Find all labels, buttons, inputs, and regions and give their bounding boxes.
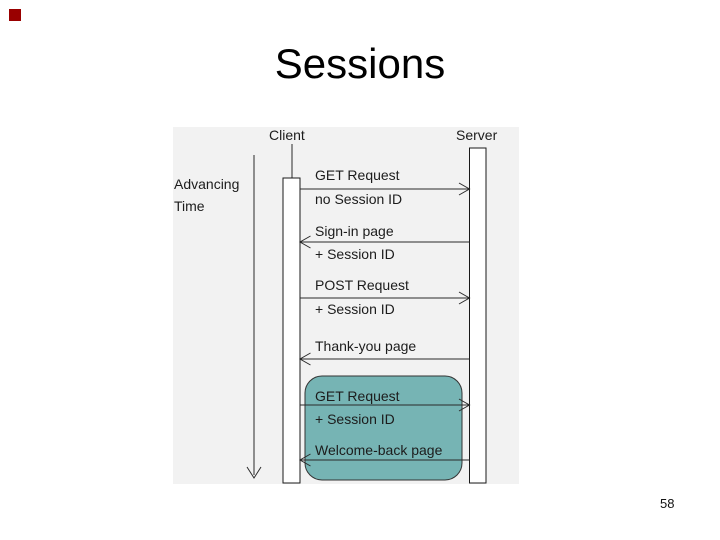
message-arrow-get-no-session: [300, 182, 471, 196]
message-arrow-thankyou-page: [298, 352, 470, 366]
message-3-label: POST Request: [315, 277, 409, 293]
advancing-time-line2: Time: [174, 198, 205, 214]
message-1-sublabel: no Session ID: [315, 191, 403, 207]
highlight-box: [304, 375, 463, 481]
advancing-time-label: Advancing Time: [174, 173, 239, 217]
message-6-label: Welcome-back page: [315, 442, 443, 458]
red-corner-marker: [9, 9, 21, 21]
message-3-sublabel: + Session ID: [315, 301, 395, 317]
red-square-icon: [9, 9, 21, 21]
time-arrow: [246, 155, 262, 479]
message-1-label: GET Request: [315, 167, 400, 183]
actor-label-client: Client: [269, 127, 305, 143]
client-activation-bar: [282, 177, 301, 484]
message-2-label: Sign-in page: [315, 223, 394, 239]
message-arrow-signin-page: [298, 235, 470, 249]
message-5-sublabel: + Session ID: [315, 411, 395, 427]
slide-page-number: 58: [660, 496, 675, 511]
message-4-label: Thank-you page: [315, 338, 417, 354]
page-title: Sessions: [274, 40, 446, 87]
message-arrow-get-with-session: [300, 398, 471, 412]
sequence-diagram-panel: Client Server Advancing Time GET Request…: [173, 127, 519, 484]
message-arrow-welcome-back: [298, 453, 470, 467]
server-activation-bar: [469, 147, 487, 484]
message-arrow-post-request: [300, 291, 471, 305]
message-5-label: GET Request: [315, 388, 400, 404]
advancing-time-line1: Advancing: [174, 176, 240, 192]
actor-label-server: Server: [456, 127, 498, 143]
message-2-sublabel: + Session ID: [315, 246, 395, 262]
diagram-graphics: [246, 144, 487, 484]
